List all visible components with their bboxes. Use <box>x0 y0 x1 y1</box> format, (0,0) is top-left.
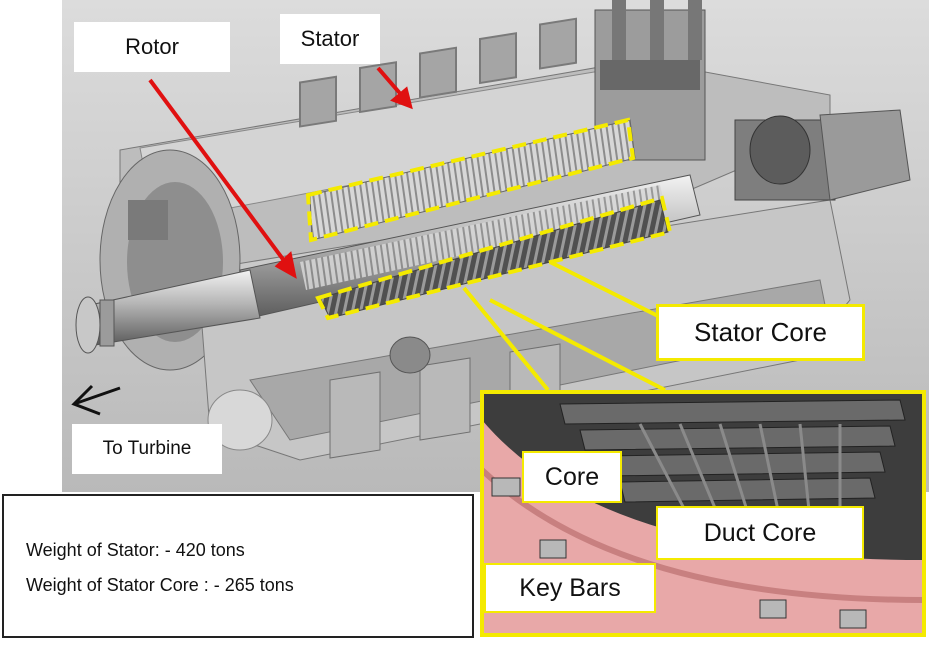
stator-core-weight-text: Weight of Stator Core : - 265 tons <box>26 575 294 595</box>
to-turbine-label: To Turbine <box>72 424 222 474</box>
weights-info-box: Weight of Stator: - 420 tons Weight of S… <box>2 494 474 638</box>
stator-core-label: Stator Core <box>656 304 865 361</box>
key-bars-label: Key Bars <box>484 563 656 613</box>
stator-label: Stator <box>280 14 380 64</box>
core-label: Core <box>522 451 622 503</box>
arrow-left-icon <box>71 384 121 416</box>
duct-core-label: Duct Core <box>656 506 864 560</box>
pointer-arrow-icon <box>148 66 413 279</box>
stator-weight-text: Weight of Stator: - 420 tons <box>26 540 245 560</box>
rotor-label: Rotor <box>74 22 230 72</box>
